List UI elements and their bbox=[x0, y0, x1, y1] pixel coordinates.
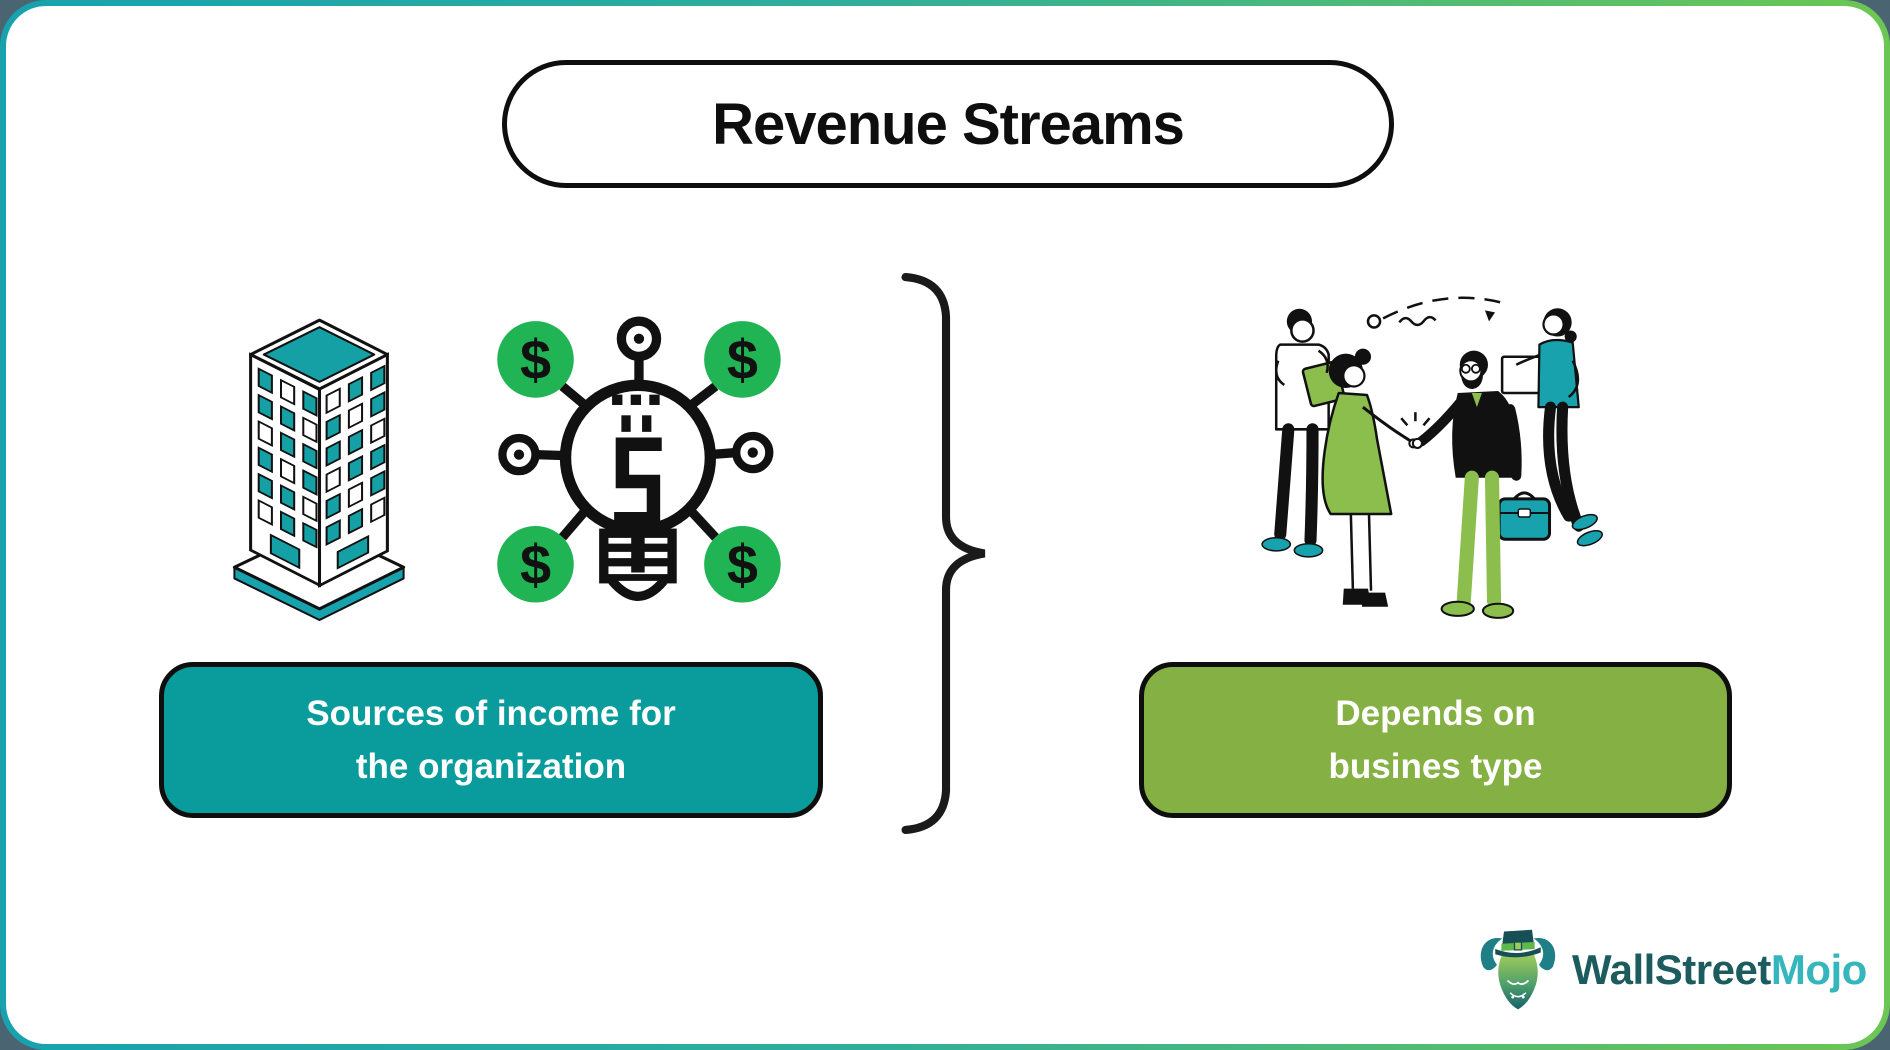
logo-wordmark: WallStreetMojo bbox=[1572, 946, 1867, 994]
bull-horn bbox=[1533, 937, 1556, 971]
node-rings bbox=[498, 316, 774, 476]
teal-briefcase bbox=[1497, 491, 1552, 541]
left-label-box: Sources of income for the organization bbox=[159, 662, 823, 818]
teal-shoe bbox=[1261, 536, 1292, 552]
business-people-handshake-illustration bbox=[1261, 296, 1603, 619]
dollar-symbol: $ bbox=[727, 533, 758, 596]
glasses bbox=[1470, 363, 1481, 374]
left-label-line2: the organization bbox=[355, 747, 627, 786]
person-tablet-man bbox=[1261, 308, 1346, 558]
glasses bbox=[1460, 363, 1471, 374]
top-hat bbox=[1495, 929, 1541, 958]
teal-shoe bbox=[1576, 530, 1603, 547]
dollar-symbol: $ bbox=[520, 533, 551, 596]
dollar-symbol: $ bbox=[520, 328, 551, 391]
building-roof bbox=[249, 318, 389, 391]
teal-shoe bbox=[1293, 543, 1324, 558]
person-briefcase-man bbox=[1400, 350, 1552, 619]
black-jacket bbox=[1452, 390, 1517, 478]
bull-horn bbox=[1480, 937, 1503, 971]
green-shoe bbox=[1440, 600, 1475, 617]
bull-head bbox=[1498, 954, 1538, 1010]
green-shoe bbox=[1481, 602, 1515, 619]
wallstreetmojo-logo: WallStreetMojo bbox=[1474, 928, 1867, 1012]
bulb-glass bbox=[559, 379, 717, 536]
bulb-dollar-glyph bbox=[614, 437, 662, 573]
dollar-coins: $ $ $ $ bbox=[497, 321, 781, 603]
logo-text-mojo: Mojo bbox=[1770, 946, 1867, 993]
page-title: Revenue Streams bbox=[712, 91, 1185, 157]
handshake-sparkle bbox=[1400, 412, 1431, 427]
bull-mascot-icon bbox=[1480, 929, 1556, 1010]
dollar-idea-lightbulb-icon: $ $ $ $ bbox=[497, 316, 781, 603]
title-pill: Revenue Streams bbox=[502, 60, 1394, 188]
teal-top bbox=[1537, 338, 1580, 409]
handshake-hands bbox=[1411, 437, 1423, 449]
logo-text-wallstreet: WallStreet bbox=[1572, 946, 1771, 993]
green-dress bbox=[1321, 391, 1393, 516]
right-label-box: Depends on busines type bbox=[1139, 662, 1732, 818]
building-left-face bbox=[249, 352, 322, 588]
teal-shoe bbox=[1571, 513, 1598, 531]
curly-brace bbox=[901, 273, 986, 834]
bull-face-lines bbox=[1506, 979, 1530, 998]
office-building-icon bbox=[232, 318, 406, 621]
right-label-line2: busines type bbox=[1328, 747, 1543, 786]
person-green-dress-woman bbox=[1321, 348, 1419, 607]
black-boot bbox=[1361, 592, 1389, 607]
decorative-doodles bbox=[1366, 296, 1501, 329]
right-label-line1: Depends on bbox=[1335, 694, 1536, 733]
person-clipboard-woman bbox=[1500, 308, 1603, 547]
beard bbox=[1460, 370, 1484, 389]
dollar-symbol: $ bbox=[727, 328, 758, 391]
bulb-filament-dots bbox=[612, 394, 660, 432]
building-right-face bbox=[317, 352, 389, 588]
left-label-line1: Sources of income for bbox=[306, 694, 676, 733]
